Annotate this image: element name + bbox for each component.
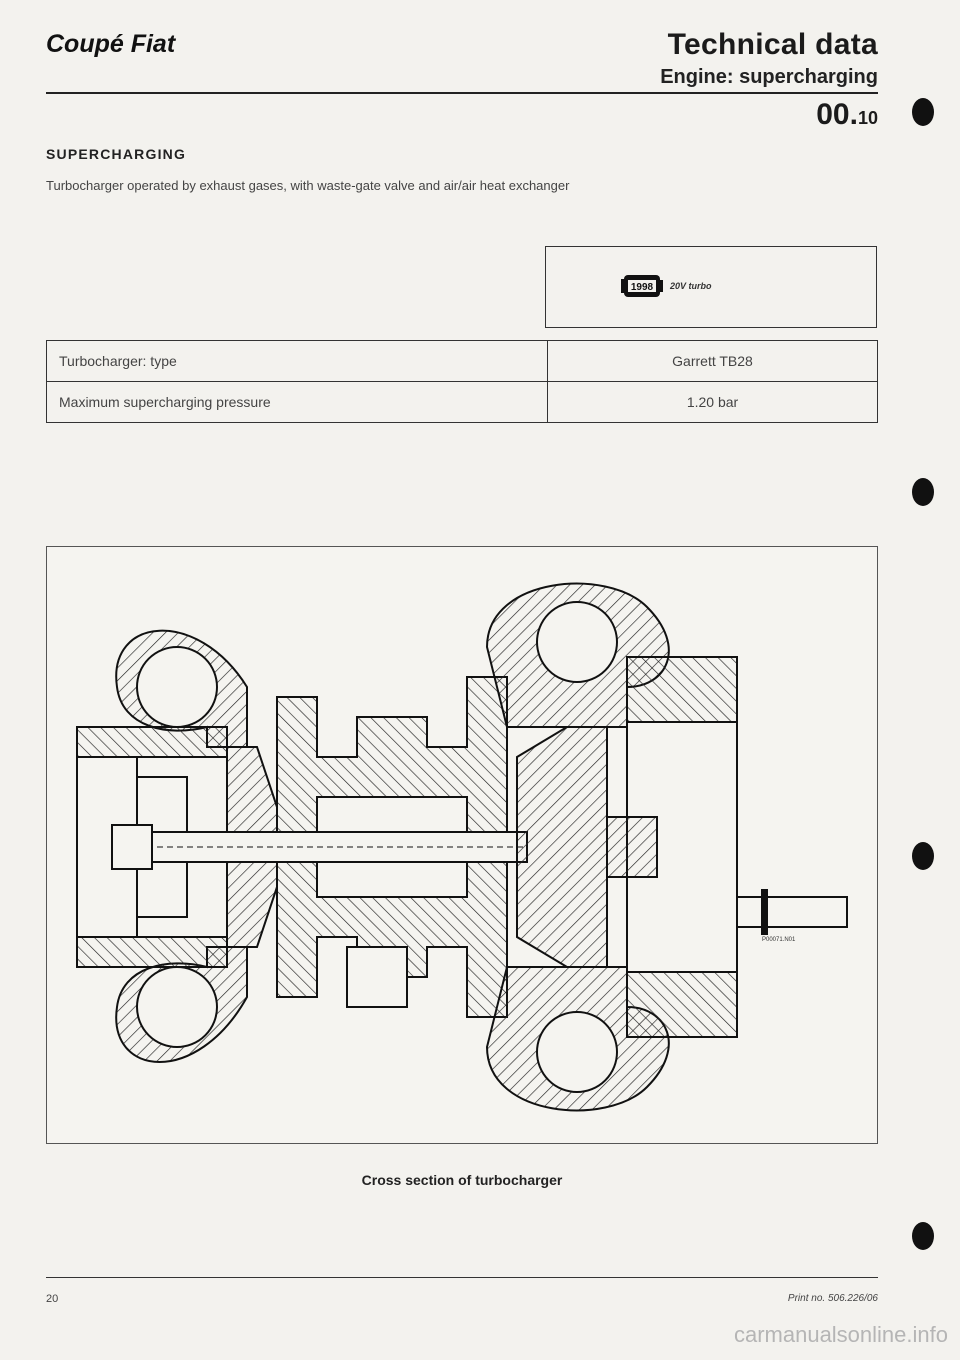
figure-caption: Cross section of turbocharger — [361, 1172, 563, 1188]
spec-value: 1.20 bar — [547, 381, 878, 423]
section-description: Turbocharger operated by exhaust gases, … — [46, 178, 570, 193]
section-number-main: 00. — [816, 98, 858, 131]
punch-hole-2 — [912, 478, 934, 506]
engine-block-icon: 1998 — [621, 275, 663, 297]
brand-title: Coupé Fiat — [46, 30, 176, 58]
spec-table: Turbocharger: type Garrett TB28 Maximum … — [46, 340, 878, 423]
section-number: 00.10 — [816, 98, 878, 132]
print-number: Print no. 506.226/06 — [787, 1293, 878, 1304]
watermark: carmanualsonline.info — [733, 1322, 948, 1347]
punch-hole-4 — [912, 1222, 934, 1250]
page-subtitle: Engine: supercharging — [660, 66, 878, 88]
engine-variant-box: 1998 20V turbo — [545, 246, 877, 328]
section-number-sub: 10 — [857, 108, 878, 128]
table-row: Turbocharger: type Garrett TB28 — [46, 340, 878, 382]
header-divider — [46, 92, 878, 94]
page-title: Technical data — [667, 28, 878, 61]
engine-label: 20V turbo — [670, 281, 712, 291]
page-number: 20 — [46, 1293, 59, 1305]
punch-hole-1 — [912, 98, 934, 126]
punch-hole-3 — [912, 842, 934, 870]
table-row: Maximum supercharging pressure 1.20 bar — [46, 381, 878, 423]
section-heading: SUPERCHARGING — [46, 146, 187, 162]
engine-badge: 1998 20V turbo — [620, 273, 712, 299]
footer-divider — [46, 1277, 878, 1278]
turbocharger-cross-section: P00071.N01 — [76, 582, 848, 1112]
engine-code: 1998 — [631, 282, 654, 293]
spec-label: Maximum supercharging pressure — [46, 381, 548, 423]
figure-reference: P00071.N01 — [762, 937, 796, 943]
spec-value: Garrett TB28 — [547, 340, 878, 382]
turbocharger-figure: P00071.N01 — [46, 546, 878, 1144]
spec-label: Turbocharger: type — [46, 340, 548, 382]
